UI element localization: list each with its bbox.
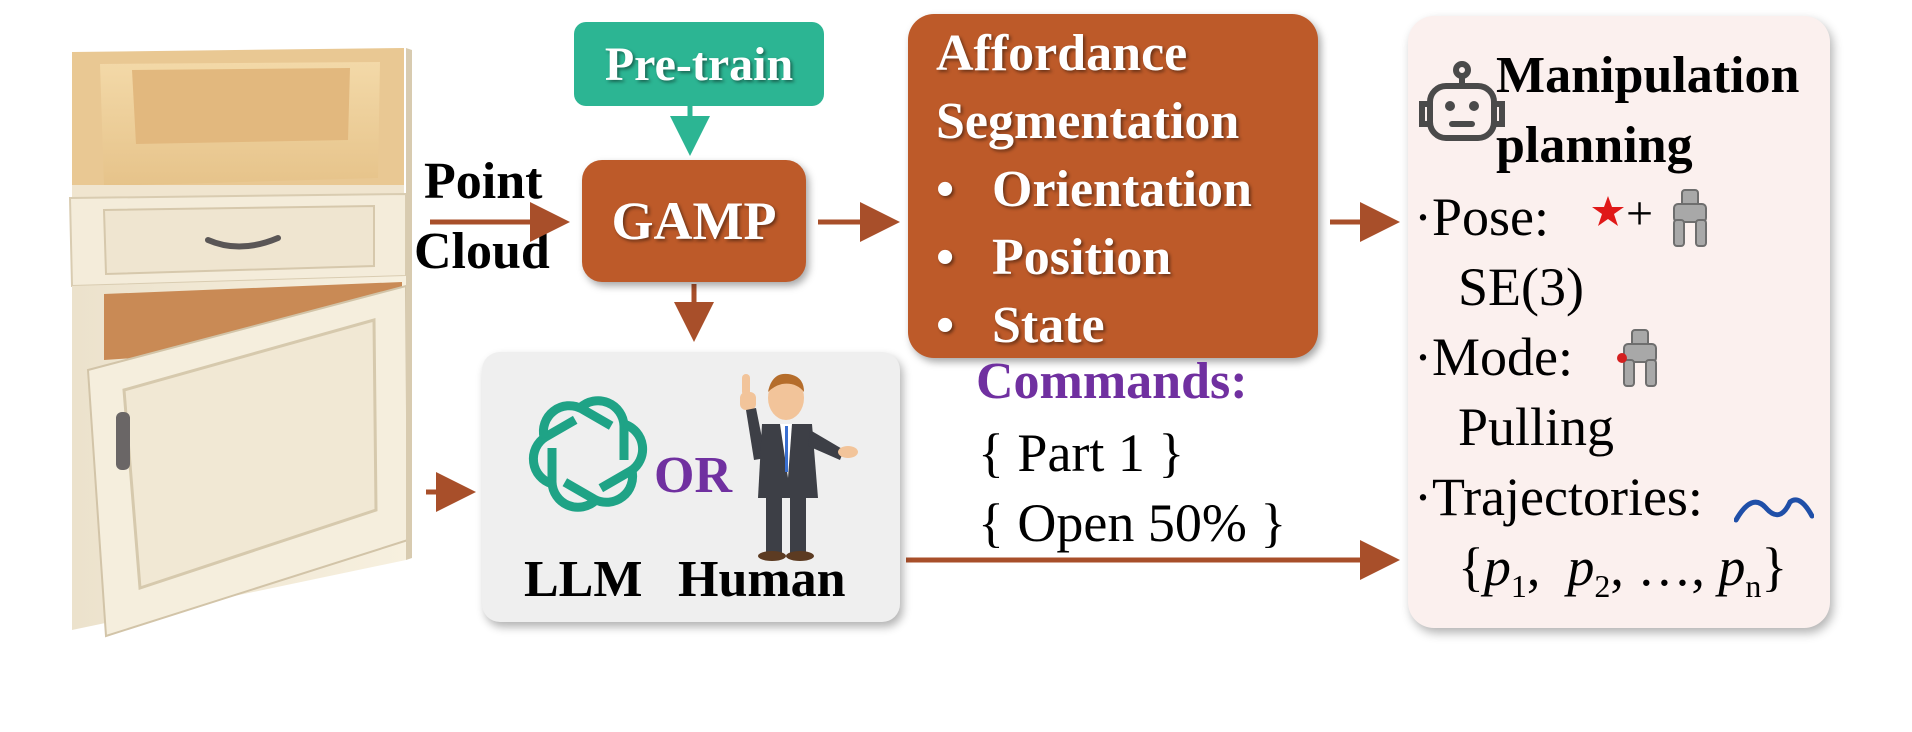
traj-pn: p (1718, 537, 1746, 597)
traj-p1: p (1483, 537, 1511, 597)
gamp-label: GAMP (611, 191, 777, 251)
bullet-text: Position (992, 229, 1172, 286)
traj-sub2: 2 (1594, 567, 1611, 604)
affordance-segmentation-box: Affordance Segmentation •Orientation •Po… (908, 14, 1318, 358)
gamp-box: GAMP (582, 160, 806, 282)
traj-p2: p (1567, 537, 1595, 597)
pretrain-label: Pre-train (604, 37, 794, 91)
traj-brace-close: } (1761, 537, 1788, 597)
openai-logo-icon (528, 396, 648, 512)
gripper-pull-icon (1617, 329, 1657, 387)
traj-brace-open: { (1458, 537, 1484, 597)
bullet-text: Orientation (992, 161, 1252, 218)
agents-box: OR LLM Human (482, 352, 900, 622)
human-figure-icon (740, 373, 858, 561)
traj-subn: n (1745, 567, 1762, 604)
traj-sub1: 1 (1510, 567, 1527, 604)
or-label: OR (654, 447, 732, 504)
pretrain-box: Pre-train (574, 22, 824, 106)
command-line-part: { Part 1 } (978, 423, 1185, 483)
plus-sign: + (1626, 187, 1654, 240)
bullet-text: State (992, 297, 1105, 354)
human-label: Human (678, 551, 846, 608)
star-icon (1592, 196, 1624, 226)
pose-value: SE(3) (1458, 257, 1584, 317)
affordance-bullet-state: •State (936, 297, 1105, 354)
planning-title-line2: planning (1496, 117, 1693, 174)
point-cloud-label-line1: Point (424, 153, 543, 210)
trajectories-value: {p1, p2, …, pn} (1458, 537, 1788, 604)
trajectories-label: ·Trajectories: (1414, 467, 1703, 527)
point-cloud-label-line2: Cloud (414, 223, 550, 280)
gripper-icon (1673, 189, 1707, 247)
mode-label: ·Mode: (1414, 327, 1573, 387)
robot-icon (1419, 61, 1505, 141)
commands-title: Commands: (976, 353, 1248, 410)
affordance-bullet-position: •Position (936, 229, 1172, 286)
pose-label: ·Pose: (1414, 187, 1549, 247)
command-line-open: { Open 50% } (978, 493, 1287, 553)
llm-label: LLM (524, 551, 643, 608)
planning-title-line1: Manipulation (1496, 47, 1800, 104)
cabinet-image (68, 48, 412, 638)
affordance-bullet-orientation: •Orientation (936, 161, 1252, 218)
affordance-title-line1: Affordance (936, 25, 1188, 82)
mode-value: Pulling (1458, 397, 1615, 457)
manipulation-planning-box: Manipulation planning ·Pose: + SE(3) ·Mo… (1408, 16, 1830, 628)
trajectory-curve-icon (1734, 497, 1814, 523)
affordance-title-line2: Segmentation (936, 93, 1240, 150)
traj-dots: … (1637, 537, 1692, 597)
